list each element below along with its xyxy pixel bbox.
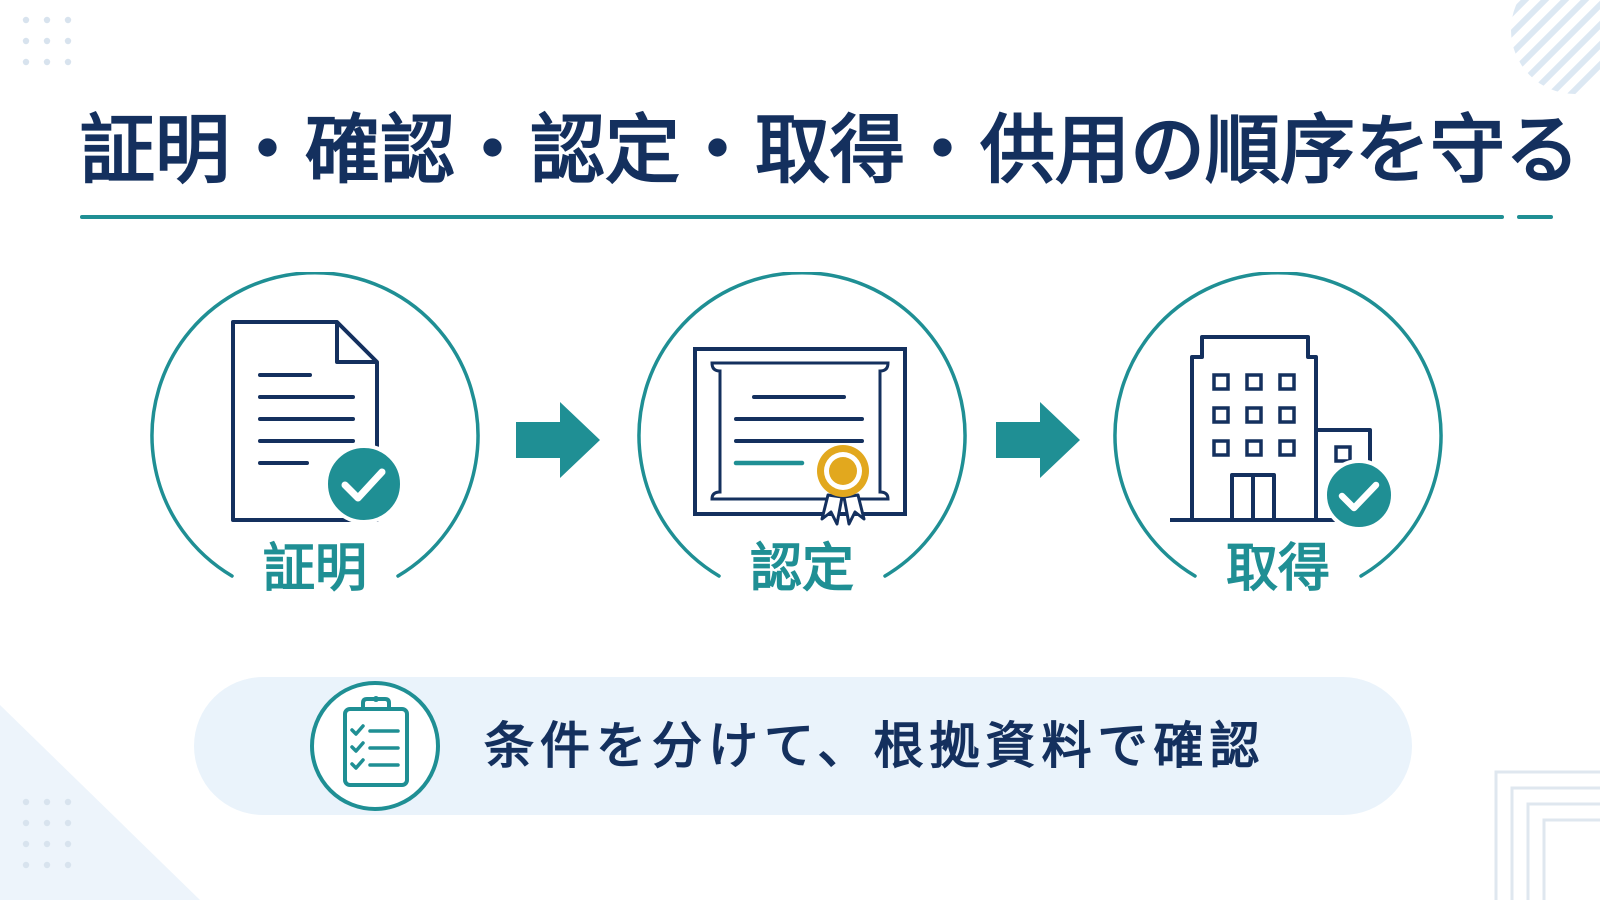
- arrow-right-icon: [516, 402, 600, 478]
- title-underline-accent: [1517, 215, 1553, 219]
- nested-lines-bottom-right: [1494, 770, 1600, 900]
- certificate-icon: [693, 347, 907, 526]
- page-title: 証明・確認・認定・取得・供用の順序を守る: [80, 106, 1581, 194]
- clipboard-checklist-icon: [310, 681, 440, 811]
- step-label: 認定: [749, 539, 854, 599]
- step-nintei: 認定: [632, 272, 972, 612]
- step-shoumei: 証明: [145, 272, 485, 612]
- dot-grid-bottom-left: [22, 798, 78, 878]
- step-label: 証明: [262, 539, 367, 599]
- arrow-right-icon: [996, 402, 1080, 478]
- title-underline: [80, 215, 1504, 219]
- step-ring: [1113, 272, 1443, 578]
- step-label: 取得: [1225, 539, 1330, 599]
- dot-grid-top-left: [22, 16, 78, 72]
- step-ring: [637, 272, 967, 578]
- step-ring: [150, 272, 480, 578]
- triangle-bottom-left: [0, 705, 200, 900]
- building-check-icon: [1170, 335, 1395, 531]
- document-check-icon: [231, 320, 404, 524]
- step-shutoku: 取得: [1108, 272, 1448, 612]
- summary-text: 条件を分けて、根拠資料で確認: [484, 717, 1266, 775]
- stripe-circle-top-right: [1505, 0, 1600, 100]
- summary-banner: 条件を分けて、根拠資料で確認: [194, 677, 1412, 815]
